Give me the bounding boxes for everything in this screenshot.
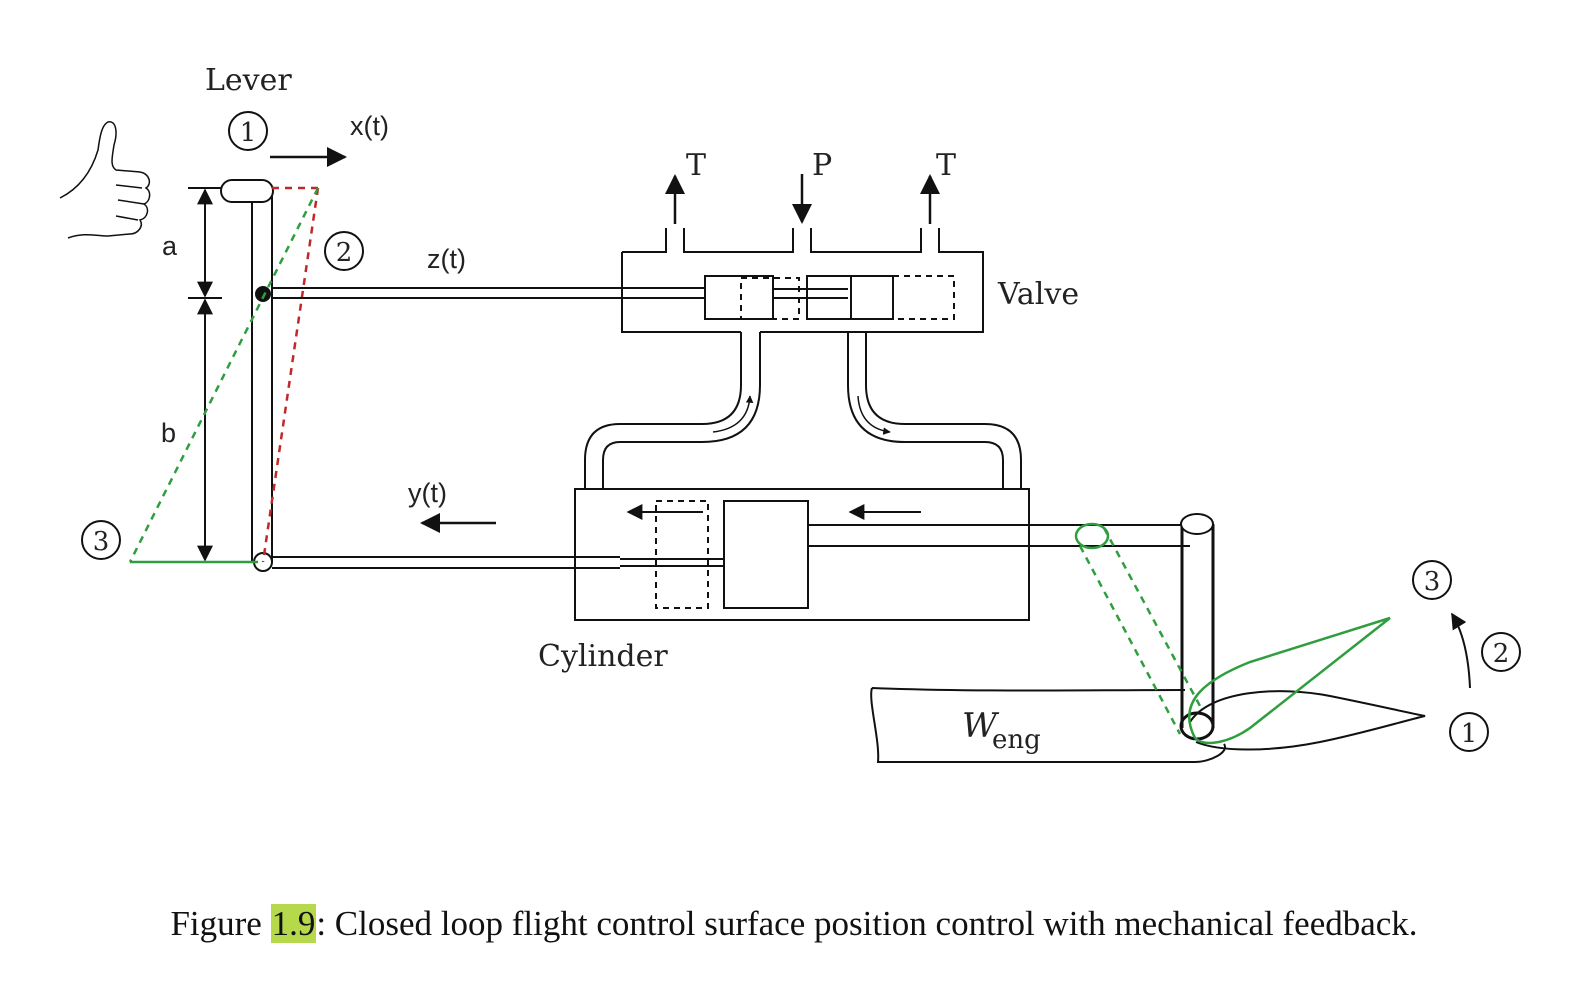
surface-marker-3: 3: [1424, 567, 1441, 597]
lever-position-3-outline: [128, 187, 320, 564]
cylinder: [574, 488, 1190, 621]
a-label: a: [162, 231, 178, 261]
flow-arrows: [712, 395, 891, 435]
thumbs-up-hand-icon: [59, 121, 151, 239]
z-t-label: z(t): [427, 244, 466, 274]
motion-arrows: [270, 147, 496, 533]
weng-label: W eng: [962, 706, 1041, 755]
weng-main: W: [962, 706, 1000, 746]
x-t-label: x(t): [350, 111, 389, 141]
hydraulic-lines: [584, 332, 1022, 489]
lever-marker-3: 3: [93, 527, 110, 557]
lever-marker-2: 2: [336, 238, 353, 268]
position-markers: [81, 111, 1521, 752]
figure-reference-link[interactable]: 1.9: [270, 904, 317, 943]
port-p-label: P: [812, 148, 832, 183]
cylinder-label: Cylinder: [538, 639, 668, 674]
surface-marker-1: 1: [1461, 719, 1478, 749]
valve-label: Valve: [997, 277, 1079, 312]
caption-prefix: Figure: [170, 904, 271, 943]
caption-text: : Closed loop flight control surface pos…: [316, 904, 1418, 943]
control-surface-deflected-outline: [1074, 522, 1391, 745]
control-surface: [870, 513, 1426, 763]
lever: [220, 179, 274, 572]
feedback-rods: [272, 287, 724, 569]
y-t-label: y(t): [408, 478, 447, 508]
lever-pivot-point: [255, 286, 271, 302]
lever-marker-1: 1: [240, 118, 257, 148]
valve: [621, 228, 984, 333]
figure-caption: Figure 1.9: Closed loop flight control s…: [0, 904, 1588, 944]
lever-label: Lever: [205, 63, 292, 98]
port-t-left-label: T: [686, 148, 706, 183]
flight-control-diagram: Lever Valve Cylinder T P T x(t) z(t) y(t…: [59, 63, 1521, 763]
valve-ports: [665, 174, 940, 224]
surface-rotation-arrow: [1451, 612, 1471, 689]
weng-subscript: eng: [992, 725, 1041, 755]
port-t-right-label: T: [936, 148, 956, 183]
surface-marker-2: 2: [1493, 639, 1510, 669]
b-label: b: [161, 418, 176, 448]
dimension-lines: [188, 187, 222, 563]
lever-position-2-outline: [261, 186, 320, 563]
